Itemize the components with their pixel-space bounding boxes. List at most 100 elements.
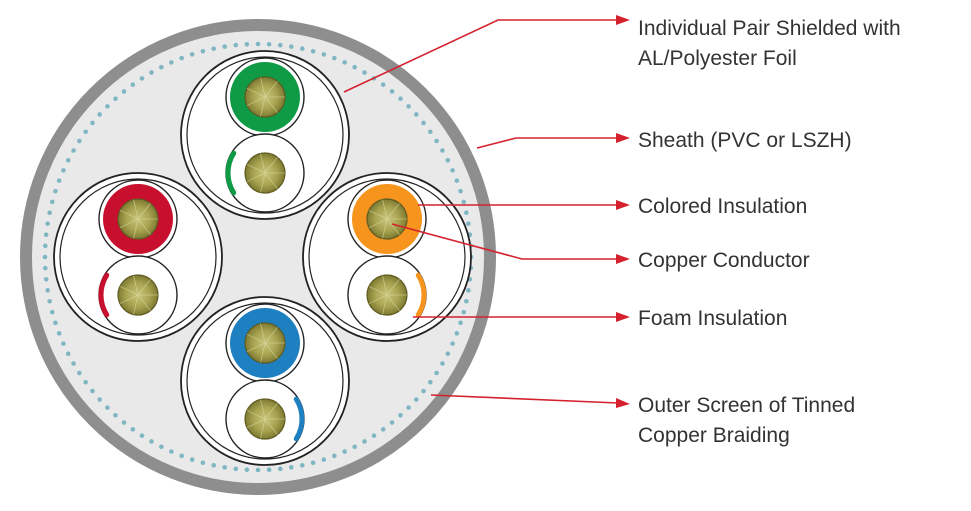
braid-dot (310, 48, 316, 54)
braid-dot (77, 370, 82, 376)
conductor-strand-line (260, 342, 266, 363)
braid-dot (464, 210, 469, 216)
braid-dot (266, 467, 272, 473)
braid-dot (332, 453, 337, 459)
conductor-strand-line (264, 403, 278, 420)
braid-dot (466, 288, 471, 293)
twisted-pairs (53, 50, 472, 466)
braid-dot (413, 112, 419, 117)
braid-dot (310, 460, 316, 466)
conductor-strand-line (264, 342, 278, 359)
conductor-strand-line (264, 96, 278, 113)
braid-dot (389, 420, 395, 425)
conductor-strand-line (137, 203, 151, 220)
conductor-strand-line (386, 294, 400, 311)
braid-dot (42, 254, 48, 260)
braid-dot (440, 361, 445, 366)
braid-dot (159, 444, 164, 450)
braid-dot (42, 265, 48, 271)
conductor-strand-line (119, 294, 139, 305)
braid-dot (65, 351, 71, 356)
braid-dot (49, 199, 55, 205)
conductor-strand-line (246, 163, 266, 174)
braid-dot (47, 298, 52, 304)
braid-dot (461, 199, 467, 205)
arrow-copper-conductor (616, 254, 630, 264)
copper-conductor (366, 198, 408, 240)
conductor-strand-line (246, 409, 266, 420)
braid-dot (83, 129, 88, 135)
copper-conductor (244, 152, 286, 194)
conductor-strand-line (260, 77, 266, 98)
braid-dot (105, 405, 110, 410)
braid-dot (299, 46, 305, 51)
braid-dot (406, 104, 411, 109)
braid-dot (371, 433, 377, 438)
braid-dot (139, 76, 145, 81)
conductor-strand-line (386, 279, 400, 296)
braid-dot (200, 48, 206, 54)
label-pair-shield-line2: AL/Polyester Foil (638, 47, 797, 70)
sheath-ring (20, 19, 496, 495)
pair-red (53, 172, 223, 342)
arrow-foam-insulation (616, 312, 630, 322)
arrow-pair-shield (616, 15, 630, 25)
braid-dot (49, 309, 55, 315)
braid-dot (266, 41, 272, 47)
conductor-strand-line (382, 199, 388, 220)
conductor-strand-line (382, 218, 388, 239)
conductor-strand-line (368, 209, 388, 220)
conductor-strand-line (386, 218, 400, 235)
braid-dot (53, 320, 58, 326)
conductor-strand-line (133, 199, 139, 220)
braid-dot (159, 64, 164, 70)
braid-dot (406, 405, 411, 410)
braid-dot (43, 276, 49, 282)
braid-dot (179, 55, 184, 61)
pair-orange (302, 172, 472, 342)
insulation-stripe (225, 150, 237, 196)
conductor-strand-line (260, 418, 266, 439)
braid-dot (461, 309, 467, 315)
pair-green (180, 50, 350, 220)
conductor-strand-line (119, 218, 139, 229)
conductor-strand-line (133, 275, 139, 296)
copper-conductor (117, 198, 159, 240)
leader-copper-conductor (391, 223, 618, 260)
braid-dot (71, 148, 76, 153)
braid-dot (97, 397, 103, 402)
braid-dot (458, 320, 463, 326)
pair-blue (180, 296, 350, 466)
braid-dot (255, 41, 261, 47)
insulation-stripe (415, 272, 427, 318)
braid-dot (56, 178, 62, 183)
braid-dot (105, 104, 110, 109)
braid-dot (450, 168, 455, 173)
braid-dot (466, 221, 471, 226)
conductor-strand-line (368, 285, 388, 296)
braid-dot (380, 427, 386, 432)
copper-conductor (117, 274, 159, 316)
braid-dot (421, 120, 426, 126)
conductor-strand-line (246, 333, 266, 344)
braid-dot (130, 82, 136, 87)
braid-dot (71, 361, 76, 366)
conductor-strand-line (382, 294, 388, 315)
braid-dot (233, 42, 239, 48)
copper-conductor (366, 274, 408, 316)
braid-dot (149, 439, 154, 444)
leader-pair-shield (343, 19, 618, 93)
braid-dot (130, 427, 136, 432)
conductor-strand-line (119, 209, 139, 220)
conductor-strand-line (264, 327, 278, 344)
braid-dot (90, 388, 95, 394)
braid-dot (362, 70, 367, 75)
braid-dot (445, 351, 451, 356)
conductor-strand-line (246, 418, 266, 429)
braid-dot (352, 64, 357, 70)
braid-dot (321, 457, 327, 462)
conductor-strand-line (137, 294, 151, 311)
label-sheath: Sheath (PVC or LSZH) (638, 129, 852, 152)
braid-dot (200, 460, 206, 466)
braid-dot (211, 463, 217, 468)
